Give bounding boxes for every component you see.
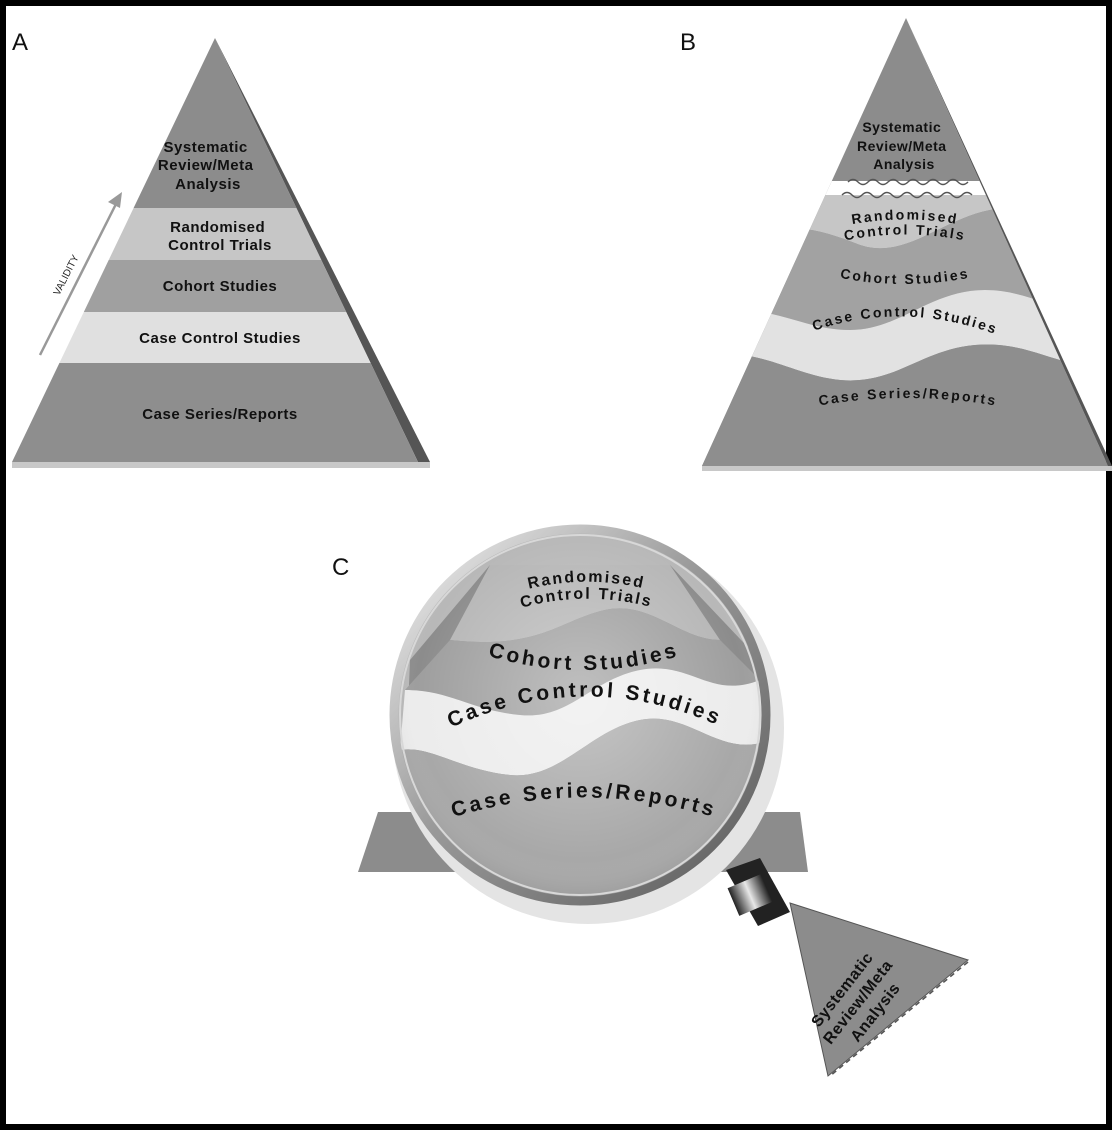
magnifier-rim-inner (399, 534, 761, 896)
magnifier-handle (726, 858, 790, 926)
magnifier-rim (389, 524, 771, 906)
label-b-rct-2: Control Trials (843, 221, 968, 243)
label-a-case-control: Case Control Studies (139, 330, 301, 347)
break-edge-bottom (841, 191, 973, 199)
band-b-case-control (702, 290, 1108, 381)
band-a-case-series (12, 363, 418, 462)
validity-arrow (38, 192, 122, 356)
panel-a-letter: A (12, 29, 28, 56)
label-a-rct: Randomised Control Trials (168, 219, 272, 254)
label-b-cohort: Cohort Studies (839, 265, 971, 287)
pyramid-b-side (906, 18, 1112, 466)
pyramid-a-base-shadow (12, 462, 430, 468)
label-b-systematic: Systematic Review/Meta Analysis (857, 119, 951, 172)
label-a-cohort: Cohort Studies (163, 278, 278, 295)
apex-c-break-edge (829, 961, 969, 1077)
panel-c-letter: C (332, 554, 349, 581)
apex-c-triangle (789, 902, 970, 1077)
panel-c: C Systematic Review/Meta Analysis (332, 524, 970, 1077)
break-edge-top (847, 178, 969, 186)
label-b-rct: Randomised (850, 206, 960, 227)
label-a-case-series: Case Series/Reports (142, 406, 297, 423)
pyramid-a-side (215, 38, 430, 462)
panel-b-letter: B (680, 29, 696, 56)
pyramid-b-base-shadow (702, 466, 1112, 471)
band-b-case-series (702, 344, 1108, 466)
label-a-systematic: Systematic Review/Meta Analysis (158, 139, 258, 193)
